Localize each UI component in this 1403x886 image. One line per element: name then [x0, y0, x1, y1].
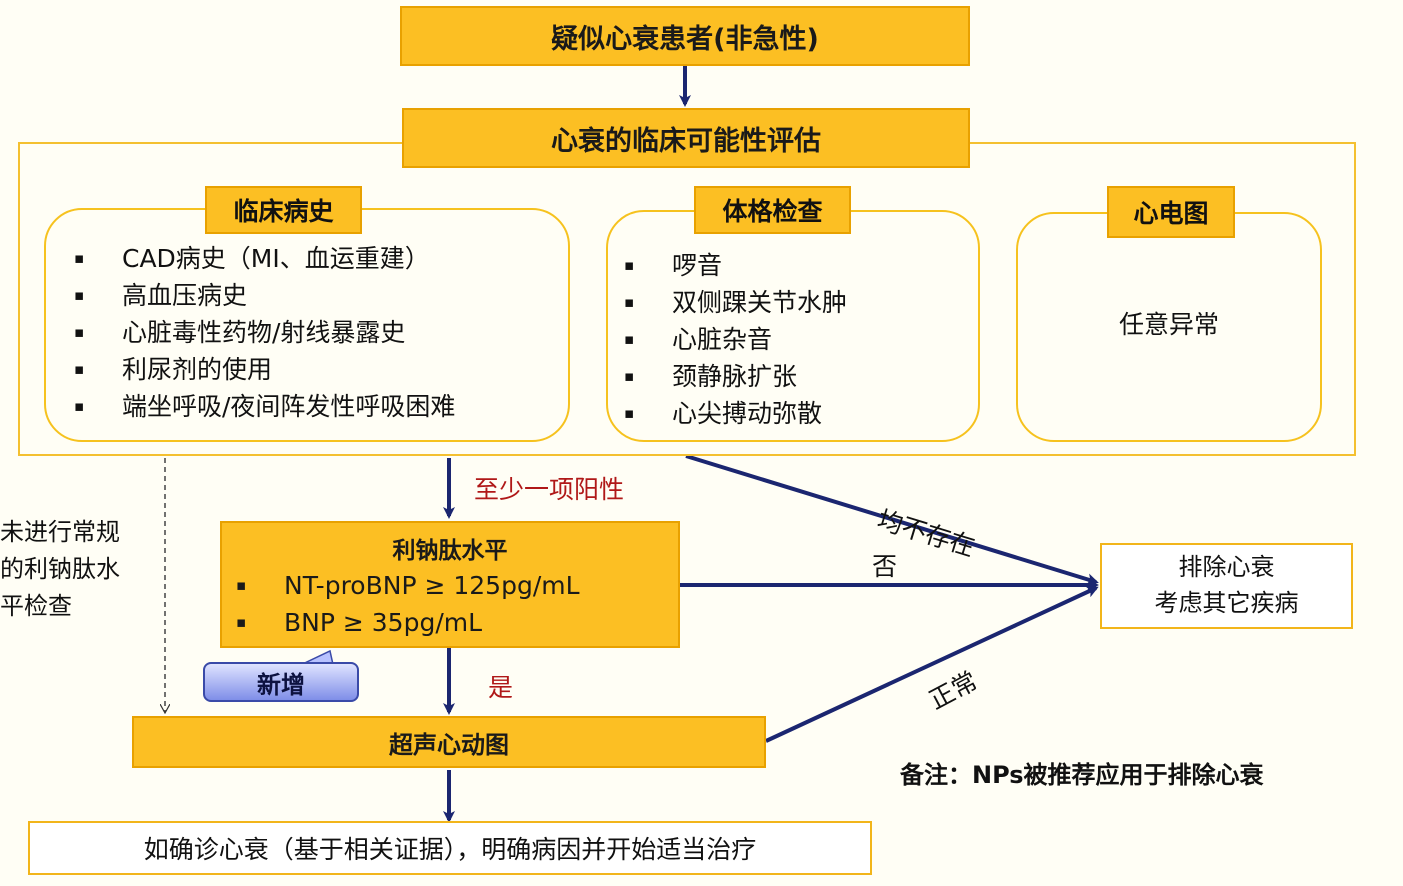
history-list: CAD病史（MI、血运重建） 高血压病史 心脏毒性药物/射线暴露史 利尿剂的使用… [74, 240, 455, 425]
remark: 备注：NPs被推荐应用于排除心衰 [900, 761, 1264, 789]
label-at-least-one-positive: 至少一项阳性 [474, 475, 625, 504]
ecg-text: 任意异常 [1118, 310, 1219, 339]
ecg-tag: 心电图 [1107, 186, 1235, 238]
history-item: 利尿剂的使用 [74, 351, 455, 388]
final-diagnosis-box: 如确诊心衰（基于相关证据），明确病因并开始适当治疗 [28, 821, 872, 875]
history-item: 心脏毒性药物/射线暴露史 [74, 314, 455, 351]
suspected-hf-box: 疑似心衰患者(非急性) [400, 6, 970, 66]
arrow-echo-normal-to-exclude [765, 586, 1099, 743]
np-item: BNP ≥ 35pg/mL [236, 604, 580, 641]
label-yes: 是 [488, 673, 514, 702]
exam-item: 心尖搏动弥散 [624, 395, 847, 432]
exam-item: 双侧踝关节水肿 [624, 284, 847, 321]
ecg-group [1016, 212, 1322, 442]
side-note-line: 的利钠肽水 [0, 555, 120, 583]
side-note: 未进行常规 的利钠肽水 平检查 [0, 514, 120, 625]
exam-item: 颈静脉扩张 [624, 358, 847, 395]
np-list: NT-proBNP ≥ 125pg/mL BNP ≥ 35pg/mL [236, 567, 580, 641]
exclude-line: 排除心衰 [1178, 553, 1275, 581]
new-badge: 新增 [203, 662, 359, 702]
side-note-line: 平检查 [0, 592, 72, 620]
np-title: 利钠肽水平 [392, 538, 508, 564]
side-note-line: 未进行常规 [0, 518, 120, 546]
assessment-title-box: 心衰的临床可能性评估 [402, 108, 970, 168]
exclude-line: 考虑其它疾病 [1154, 589, 1299, 617]
echocardiogram-box: 超声心动图 [132, 716, 766, 768]
label-no: 否 [872, 552, 898, 581]
arrow-none-to-exclude [685, 454, 1099, 586]
exclude-hf-box: 排除心衰 考虑其它疾病 [1100, 543, 1353, 629]
exam-tag: 体格检查 [694, 186, 851, 234]
history-item: 端坐呼吸/夜间阵发性呼吸困难 [74, 388, 455, 425]
history-item: 高血压病史 [74, 277, 455, 314]
exam-item: 心脏杂音 [624, 321, 847, 358]
history-item: CAD病史（MI、血运重建） [74, 240, 455, 277]
exam-list: 啰音 双侧踝关节水肿 心脏杂音 颈静脉扩张 心尖搏动弥散 [624, 247, 847, 432]
natriuretic-peptide-box: 利钠肽水平 NT-proBNP ≥ 125pg/mL BNP ≥ 35pg/mL [220, 521, 680, 648]
np-item: NT-proBNP ≥ 125pg/mL [236, 567, 580, 604]
history-tag: 临床病史 [205, 186, 362, 234]
exam-item: 啰音 [624, 247, 847, 284]
